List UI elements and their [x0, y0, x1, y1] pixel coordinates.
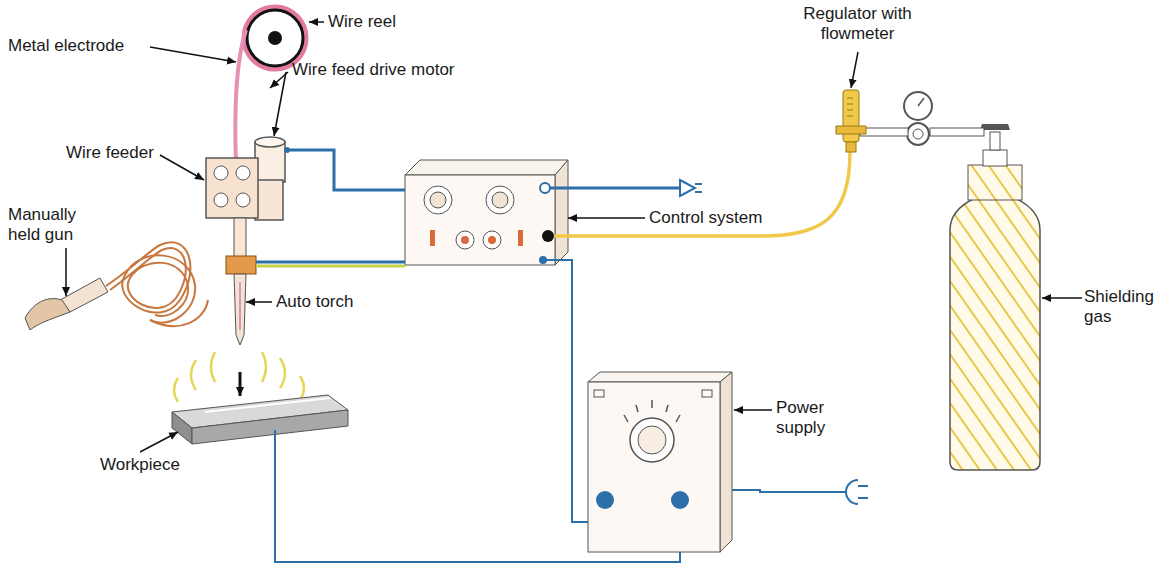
part-label: Shielding gas [1084, 287, 1162, 327]
regulator [836, 90, 984, 152]
wire-feed-drive-motor [255, 137, 285, 220]
part-label: Power supply [776, 398, 856, 438]
part-label: Workpiece [100, 455, 220, 475]
part-label: Wire feeder [66, 143, 186, 163]
leader-arrows [66, 22, 1082, 452]
part-label: Regulator with flowmeter [795, 4, 920, 44]
gas-cylinder [950, 124, 1040, 470]
part-label: Metal electrode [8, 36, 158, 56]
part-label: Wire feed drive motor [292, 60, 522, 80]
manually-held-gun [25, 242, 208, 330]
part-label: Auto torch [276, 292, 386, 312]
metal-electrode [235, 30, 246, 165]
wire-reel [244, 7, 306, 69]
part-label: Wire reel [328, 12, 488, 32]
control-system-box [405, 160, 568, 265]
power-supply-box [588, 372, 732, 552]
part-label: Manually held gun [8, 205, 108, 245]
workpiece [172, 395, 348, 444]
arc-fumes [174, 352, 304, 402]
auto-torch [226, 218, 256, 345]
wires [256, 147, 850, 562]
part-label: Control system [649, 208, 809, 228]
wire-feeder [206, 158, 258, 218]
